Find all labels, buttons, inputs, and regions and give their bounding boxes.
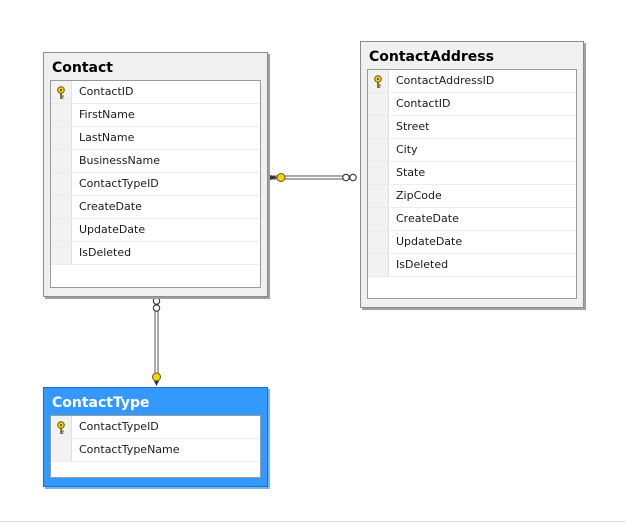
column-row[interactable]: UpdateDate: [51, 219, 260, 242]
row-selector[interactable]: [368, 208, 389, 230]
row-selector[interactable]: [368, 116, 389, 138]
key-icon: [56, 420, 66, 434]
row-selector[interactable]: [51, 416, 72, 438]
row-selector[interactable]: [51, 127, 72, 149]
column-row[interactable]: CreateDate: [51, 196, 260, 219]
row-selector[interactable]: [368, 139, 389, 161]
row-selector[interactable]: [368, 185, 389, 207]
row-selector[interactable]: [51, 439, 72, 461]
column-name: ContactID: [79, 85, 134, 98]
column-name: LastName: [79, 131, 135, 144]
row-selector[interactable]: [51, 150, 72, 172]
column-name: CreateDate: [79, 200, 142, 213]
row-selector[interactable]: [368, 254, 389, 276]
column-name: ContactTypeName: [79, 443, 180, 456]
key-icon: [56, 85, 66, 99]
row-selector[interactable]: [368, 70, 389, 92]
column-name: ContactTypeID: [79, 177, 159, 190]
column-name: ContactTypeID: [79, 420, 159, 433]
row-selector[interactable]: [51, 173, 72, 195]
column-grid: ContactTypeID ContactTypeName: [50, 415, 261, 478]
column-row[interactable]: Street: [368, 116, 576, 139]
column-row[interactable]: ZipCode: [368, 185, 576, 208]
row-selector[interactable]: [51, 219, 72, 241]
row-selector[interactable]: [368, 93, 389, 115]
column-row[interactable]: FirstName: [51, 104, 260, 127]
infinity-icon: [342, 173, 357, 182]
column-name: State: [396, 166, 426, 179]
key-icon: [373, 74, 383, 88]
column-row[interactable]: ContactAddressID: [368, 70, 576, 93]
column-name: IsDeleted: [396, 258, 449, 271]
table-contactaddress[interactable]: ContactAddress ContactAddressID ContactID…: [360, 41, 584, 308]
table-contacttype[interactable]: ContactType ContactTypeID ContactTypeName: [43, 387, 268, 487]
column-name: ContactID: [396, 97, 451, 110]
column-row[interactable]: BusinessName: [51, 150, 260, 173]
row-selector[interactable]: [51, 104, 72, 126]
column-row[interactable]: ContactTypeName: [51, 439, 260, 462]
canvas-bottom-rule: [0, 521, 625, 522]
column-name: BusinessName: [79, 154, 160, 167]
row-selector[interactable]: [51, 242, 72, 264]
column-name: ZipCode: [396, 189, 442, 202]
infinity-icon: [152, 297, 161, 312]
key-icon: [270, 173, 286, 182]
relationship-contacttype-contact[interactable]: [152, 297, 161, 386]
column-row[interactable]: State: [368, 162, 576, 185]
row-selector[interactable]: [368, 231, 389, 253]
column-row[interactable]: CreateDate: [368, 208, 576, 231]
column-row[interactable]: ContactID: [368, 93, 576, 116]
column-name: CreateDate: [396, 212, 459, 225]
column-name: Street: [396, 120, 430, 133]
column-row[interactable]: ContactID: [51, 81, 260, 104]
column-name: UpdateDate: [396, 235, 463, 248]
column-row[interactable]: UpdateDate: [368, 231, 576, 254]
column-row[interactable]: City: [368, 139, 576, 162]
row-selector[interactable]: [51, 81, 72, 103]
row-selector[interactable]: [51, 196, 72, 218]
column-name: IsDeleted: [79, 246, 132, 259]
column-name: FirstName: [79, 108, 135, 121]
relationship-contact-contactaddress[interactable]: [270, 173, 357, 182]
table-title: ContactType: [52, 395, 150, 411]
column-row[interactable]: IsDeleted: [368, 254, 576, 277]
column-name: UpdateDate: [79, 223, 146, 236]
column-name: City: [396, 143, 418, 156]
key-icon: [152, 372, 161, 386]
column-row[interactable]: IsDeleted: [51, 242, 260, 265]
table-title: Contact: [52, 60, 113, 76]
row-selector[interactable]: [368, 162, 389, 184]
column-row[interactable]: ContactTypeID: [51, 173, 260, 196]
column-name: ContactAddressID: [396, 74, 495, 87]
column-row[interactable]: LastName: [51, 127, 260, 150]
column-row[interactable]: ContactTypeID: [51, 416, 260, 439]
table-title: ContactAddress: [369, 49, 494, 65]
